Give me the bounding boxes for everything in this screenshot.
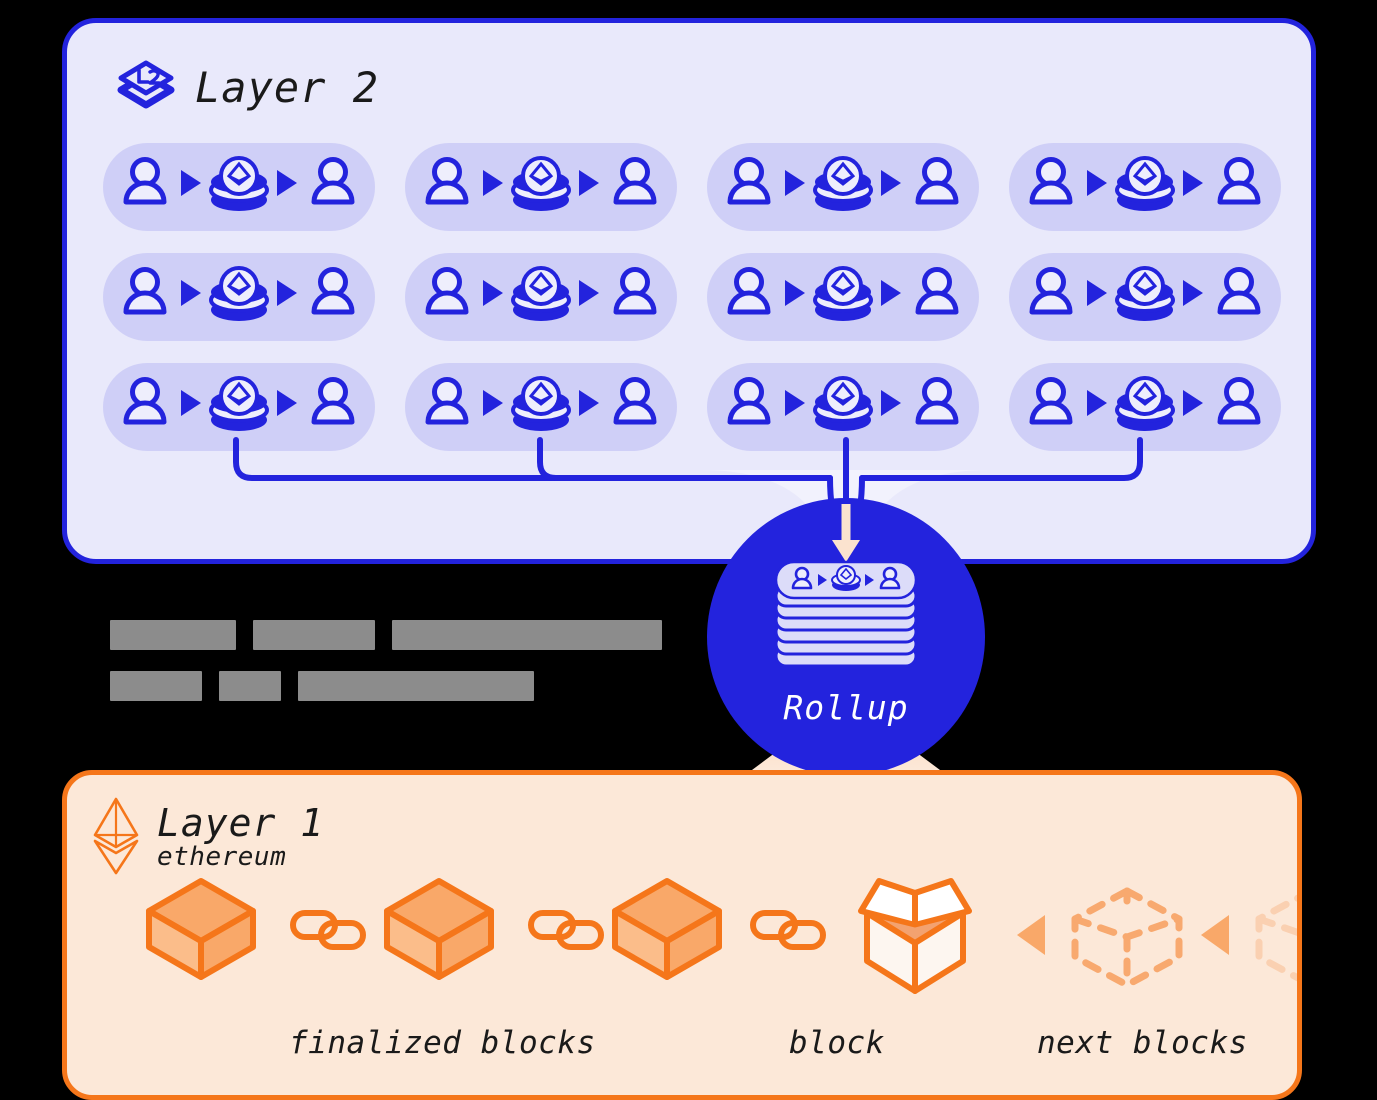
caption-next-blocks: next blocks	[1037, 1025, 1248, 1061]
transaction-pill[interactable]	[1009, 143, 1281, 231]
transaction-pill[interactable]	[1009, 363, 1281, 451]
caret-left-1	[1015, 913, 1049, 961]
finalized-block-1[interactable]	[139, 873, 263, 989]
layer1-captions: finalized blocks block next blocks	[67, 1025, 1297, 1065]
transaction-pill[interactable]	[405, 143, 677, 231]
transaction-pill[interactable]	[707, 363, 979, 451]
transaction-pill[interactable]	[1009, 253, 1281, 341]
layer1-header: Layer 1 ethereum	[89, 795, 324, 881]
redacted-caption	[110, 612, 670, 714]
finalized-block-3[interactable]	[605, 873, 729, 989]
chain-link-3	[749, 901, 827, 961]
ethereum-diamond-icon	[89, 795, 143, 881]
layer1-panel: Layer 1 ethereum	[62, 770, 1302, 1100]
redacted-word	[298, 671, 534, 701]
transaction-grid	[103, 143, 1283, 451]
transaction-pill[interactable]	[405, 363, 677, 451]
rollup-node[interactable]: Rollup	[707, 498, 985, 776]
rollup-transaction-stack	[768, 560, 924, 676]
layer2-title: Layer 2	[195, 62, 380, 112]
next-block-1	[1065, 885, 1189, 995]
caret-left-2	[1199, 913, 1233, 961]
next-block-2	[1249, 885, 1297, 995]
redacted-word	[392, 620, 662, 650]
transaction-pill[interactable]	[103, 143, 375, 231]
layers-l2-icon	[115, 59, 177, 115]
redacted-word	[110, 620, 236, 650]
chain-link-2	[527, 901, 605, 961]
caption-finalized-blocks: finalized blocks	[289, 1025, 596, 1061]
current-block[interactable]	[835, 867, 995, 1011]
redacted-word	[253, 620, 375, 650]
layer2-header: Layer 2	[115, 59, 379, 115]
blockchain-row	[77, 873, 1297, 1003]
transaction-pill[interactable]	[103, 253, 375, 341]
finalized-block-2[interactable]	[377, 873, 501, 989]
arrow-down-icon	[832, 504, 860, 562]
transaction-pill[interactable]	[103, 363, 375, 451]
layer2-panel: Layer 2	[62, 18, 1316, 564]
caption-line	[110, 612, 670, 654]
redacted-word	[110, 671, 202, 701]
chain-link-1	[289, 901, 367, 961]
caption-block: block	[789, 1025, 885, 1061]
layer1-subtitle: ethereum	[157, 842, 287, 873]
transaction-pill[interactable]	[405, 253, 677, 341]
transaction-pill[interactable]	[707, 143, 979, 231]
caption-line	[110, 663, 670, 705]
layer1-title: Layer 1	[157, 801, 325, 846]
rollup-label: Rollup	[783, 688, 909, 727]
redacted-word	[219, 671, 281, 701]
transaction-pill[interactable]	[707, 253, 979, 341]
